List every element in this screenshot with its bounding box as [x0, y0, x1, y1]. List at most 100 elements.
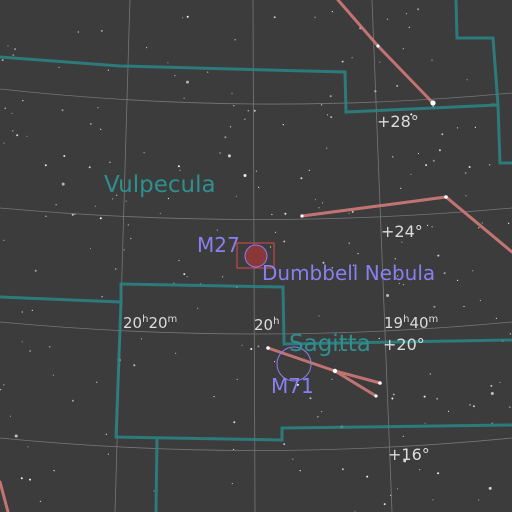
vulpecula-boundary-north — [0, 55, 512, 165]
background-star — [71, 399, 74, 402]
background-star — [16, 134, 19, 137]
background-star — [21, 341, 23, 343]
background-star — [433, 305, 436, 308]
background-star — [3, 142, 5, 144]
background-star — [431, 226, 433, 228]
background-star — [167, 62, 169, 64]
background-star — [31, 309, 33, 311]
background-star — [97, 107, 99, 109]
background-star — [100, 29, 103, 32]
background-star — [351, 210, 354, 213]
background-star — [94, 205, 96, 207]
background-star — [250, 348, 253, 350]
background-star — [386, 18, 388, 20]
ra-minutes: 20 — [148, 314, 168, 332]
background-star — [233, 448, 235, 451]
background-star — [292, 458, 294, 460]
background-star — [472, 405, 475, 408]
background-star — [417, 152, 420, 155]
ra-hours: 19 — [384, 314, 404, 332]
background-star — [431, 59, 433, 61]
background-star — [465, 195, 467, 197]
background-star — [447, 410, 450, 412]
background-star — [499, 381, 501, 383]
background-star — [174, 75, 176, 77]
background-star — [472, 270, 474, 272]
background-star — [26, 135, 28, 137]
background-star — [233, 105, 235, 107]
background-star — [282, 124, 284, 126]
background-star — [22, 100, 24, 102]
background-star — [309, 397, 312, 400]
background-star — [20, 477, 23, 480]
background-star — [109, 161, 111, 163]
constellation-label-sagitta: Sagitta — [289, 331, 371, 357]
background-star — [213, 396, 215, 398]
background-star — [247, 110, 249, 112]
background-star — [229, 126, 232, 128]
object-label-m71[interactable]: M71 — [271, 374, 314, 398]
declination-label-28: +28° — [377, 112, 419, 131]
background-star — [351, 57, 353, 59]
background-star — [269, 246, 272, 248]
background-star — [402, 435, 404, 437]
background-star — [146, 47, 148, 49]
background-star — [133, 364, 136, 367]
ra-line-2020 — [114, 0, 131, 512]
ra-label-20h20m: 20h20m — [123, 315, 177, 331]
background-star — [423, 395, 426, 398]
background-star — [58, 66, 60, 68]
background-star — [255, 170, 257, 172]
background-star — [179, 169, 181, 171]
background-star — [383, 503, 386, 506]
background-star — [125, 200, 127, 202]
background-star — [77, 31, 79, 33]
background-star — [432, 499, 434, 501]
background-star — [390, 494, 392, 496]
background-star — [489, 164, 491, 166]
object-label-m27[interactable]: M27 — [197, 233, 240, 257]
background-star — [437, 472, 440, 475]
background-star — [394, 258, 396, 260]
background-star — [322, 261, 325, 264]
background-star — [330, 116, 333, 119]
background-star — [410, 173, 412, 175]
background-star — [219, 152, 221, 154]
background-star — [96, 381, 98, 383]
background-star — [509, 333, 511, 335]
background-star — [357, 253, 359, 255]
cygnus-line-1 — [336, 0, 435, 105]
background-star — [71, 213, 74, 216]
background-star — [379, 61, 381, 63]
background-star — [495, 317, 497, 319]
background-star — [12, 130, 14, 132]
background-star — [177, 165, 180, 168]
background-star — [234, 39, 236, 41]
background-star — [45, 215, 47, 217]
vulpecula-boundary-east — [454, 0, 500, 106]
background-star — [465, 172, 467, 174]
background-star — [341, 468, 344, 471]
background-star — [397, 275, 399, 277]
background-star — [197, 307, 199, 309]
background-star — [112, 198, 114, 200]
object-label-dumbbell-nebula[interactable]: Dumbbell Nebula — [262, 261, 436, 285]
sagitta-line-2 — [333, 369, 378, 398]
dec-line-20 — [0, 321, 512, 335]
background-star — [318, 315, 320, 317]
m71-marker[interactable] — [276, 346, 312, 382]
background-star — [61, 182, 65, 186]
background-star — [314, 16, 316, 18]
background-star — [7, 45, 9, 47]
background-star — [402, 284, 405, 286]
background-star — [61, 109, 64, 112]
m27-marker[interactable] — [236, 242, 275, 269]
background-star — [44, 164, 47, 167]
dec-line-16 — [0, 437, 512, 451]
background-star — [392, 393, 395, 396]
background-star — [348, 212, 350, 214]
background-star — [1, 59, 4, 62]
